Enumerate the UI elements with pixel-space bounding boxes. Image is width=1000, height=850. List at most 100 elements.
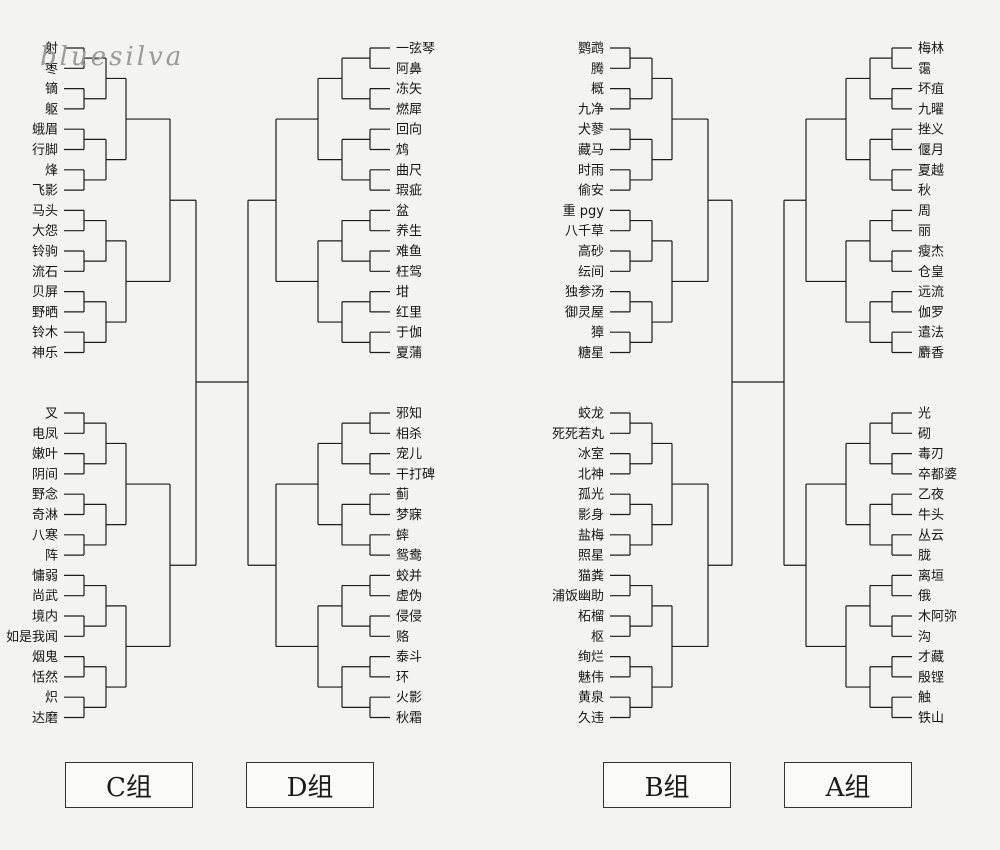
entrant-name: 冻矢 [396, 81, 422, 97]
entrant-name: 枣 [45, 62, 58, 77]
entrant-name: 才藏 [918, 650, 944, 665]
entrant-name: 绚烂 [578, 650, 604, 665]
entrant-name: 蛾眉 [32, 123, 58, 138]
entrant-name: 难鱼 [396, 244, 422, 260]
entrant-name: 恬然 [32, 669, 58, 685]
entrant-name: 神乐 [32, 346, 58, 361]
entrant-name: 魅伟 [578, 670, 604, 685]
entrant-name: 八千草 [565, 224, 604, 239]
entrant-name: 叉 [45, 407, 58, 422]
entrant-name: 阴间 [32, 467, 58, 482]
entrant-name: 夏越 [918, 163, 944, 178]
entrant-name: 霭 [918, 62, 931, 77]
entrant-name: 高砂 [578, 244, 604, 260]
entrant-name: 影身 [578, 507, 604, 523]
entrant-name: 冰室 [578, 446, 604, 462]
entrant-name: 炽 [45, 691, 58, 706]
entrant-name: 孤光 [578, 488, 604, 503]
entrant-name: 八寒 [32, 527, 58, 543]
entrant-name: 鸩 [396, 142, 409, 158]
entrant-name: 侵侵 [396, 609, 422, 625]
entrant-name: 电凤 [32, 427, 58, 442]
group-label-d: D组 [246, 762, 374, 808]
entrant-name: 久违 [578, 711, 604, 726]
entrant-name: 境内 [32, 609, 58, 625]
entrant-name: 飞影 [32, 184, 58, 199]
entrant-name: 环 [396, 670, 409, 685]
entrant-name: 九净 [578, 102, 604, 117]
entrant-name: 火影 [396, 691, 422, 706]
entrant-name: 燃犀 [396, 101, 422, 117]
entrant-name: 赂 [396, 629, 409, 645]
entrant-name: 丛云 [918, 528, 944, 543]
entrant-name: 镝 [45, 81, 58, 97]
entrant-name: 枢 [591, 630, 604, 645]
entrant-name: 时雨 [578, 163, 604, 178]
entrant-name: 铁山 [918, 711, 944, 726]
entrant-name: 枉驾 [396, 265, 422, 280]
entrant-name: 射 [45, 41, 58, 57]
entrant-name: 光 [918, 407, 931, 422]
entrant-name: 红里 [396, 304, 422, 320]
entrant-name: 鸳鸯 [396, 549, 422, 564]
entrant-name: 阿鼻 [396, 61, 422, 77]
entrant-name: 死死若丸 [552, 426, 604, 442]
entrant-name: 慵弱 [32, 568, 58, 584]
entrant-name: 大怨 [32, 224, 58, 239]
entrant-name: 梦寐 [396, 507, 422, 523]
entrant-name: 蓟 [396, 488, 409, 503]
entrant-name: 坩 [396, 285, 409, 300]
entrant-name: 烟鬼 [32, 649, 58, 665]
entrant-name: 秋 [918, 184, 931, 199]
entrant-name: 盐梅 [578, 528, 604, 543]
entrant-name: 丽 [918, 224, 931, 239]
entrant-name: 砌 [918, 427, 931, 442]
entrant-name: 牛头 [918, 508, 944, 523]
entrant-name: 流石 [32, 265, 58, 280]
entrant-name: 瑕疵 [396, 184, 422, 199]
entrant-name: 概 [591, 82, 604, 97]
entrant-name: 烽 [45, 163, 58, 178]
entrant-name: 九曜 [918, 102, 944, 117]
entrant-name: 鹦鹉 [578, 42, 604, 57]
entrant-name: 秋霜 [396, 711, 422, 726]
entrant-name: 照星 [578, 549, 604, 564]
entrant-name: 尚武 [32, 589, 58, 604]
entrant-name: 柘榴 [578, 610, 604, 625]
entrant-name: 达磨 [32, 711, 58, 726]
entrant-name: 麝香 [918, 346, 944, 361]
entrant-name: 铃木 [32, 326, 58, 341]
entrant-name: 俄 [918, 589, 931, 604]
entrant-name: 躯 [45, 101, 58, 117]
entrant-name: 于伽 [396, 326, 422, 341]
entrant-name: 重 pgy [563, 203, 605, 219]
entrant-name: 藏马 [578, 143, 604, 158]
entrant-name: 御灵屋 [565, 305, 604, 320]
entrant-name: 贝屏 [32, 285, 58, 300]
group-label-a: A组 [784, 762, 912, 808]
entrant-name: 远流 [918, 285, 944, 300]
entrant-name: 盆 [396, 204, 409, 219]
entrant-name: 木阿弥 [918, 609, 957, 625]
entrant-name: 沟 [918, 630, 931, 645]
entrant-name: 毒刃 [918, 447, 944, 462]
entrant-name: 梅林 [918, 42, 944, 57]
entrant-name: 北神 [578, 467, 604, 482]
entrant-name: 宠儿 [396, 446, 422, 462]
entrant-name: 瘦杰 [918, 244, 944, 260]
entrant-name: 蟀 [396, 527, 409, 543]
entrant-name: 偷安 [578, 184, 604, 199]
entrant-name: 浦饭幽助 [552, 589, 604, 604]
entrant-name: 蛟并 [396, 569, 422, 584]
entrant-name: 乙夜 [918, 488, 944, 503]
entrant-name: 如是我闻 [6, 629, 58, 645]
entrant-name: 腾 [591, 61, 604, 77]
entrant-name: 挫义 [918, 123, 944, 138]
entrant-name: 偃月 [918, 143, 944, 158]
entrant-name: 铃驹 [32, 245, 58, 260]
entrant-name: 一弦琴 [396, 41, 435, 57]
entrant-name: 犬蓼 [578, 123, 604, 138]
entrant-name: 卒都婆 [918, 467, 957, 482]
entrant-name: 阵 [45, 549, 58, 564]
entrant-name: 奇淋 [32, 507, 58, 523]
